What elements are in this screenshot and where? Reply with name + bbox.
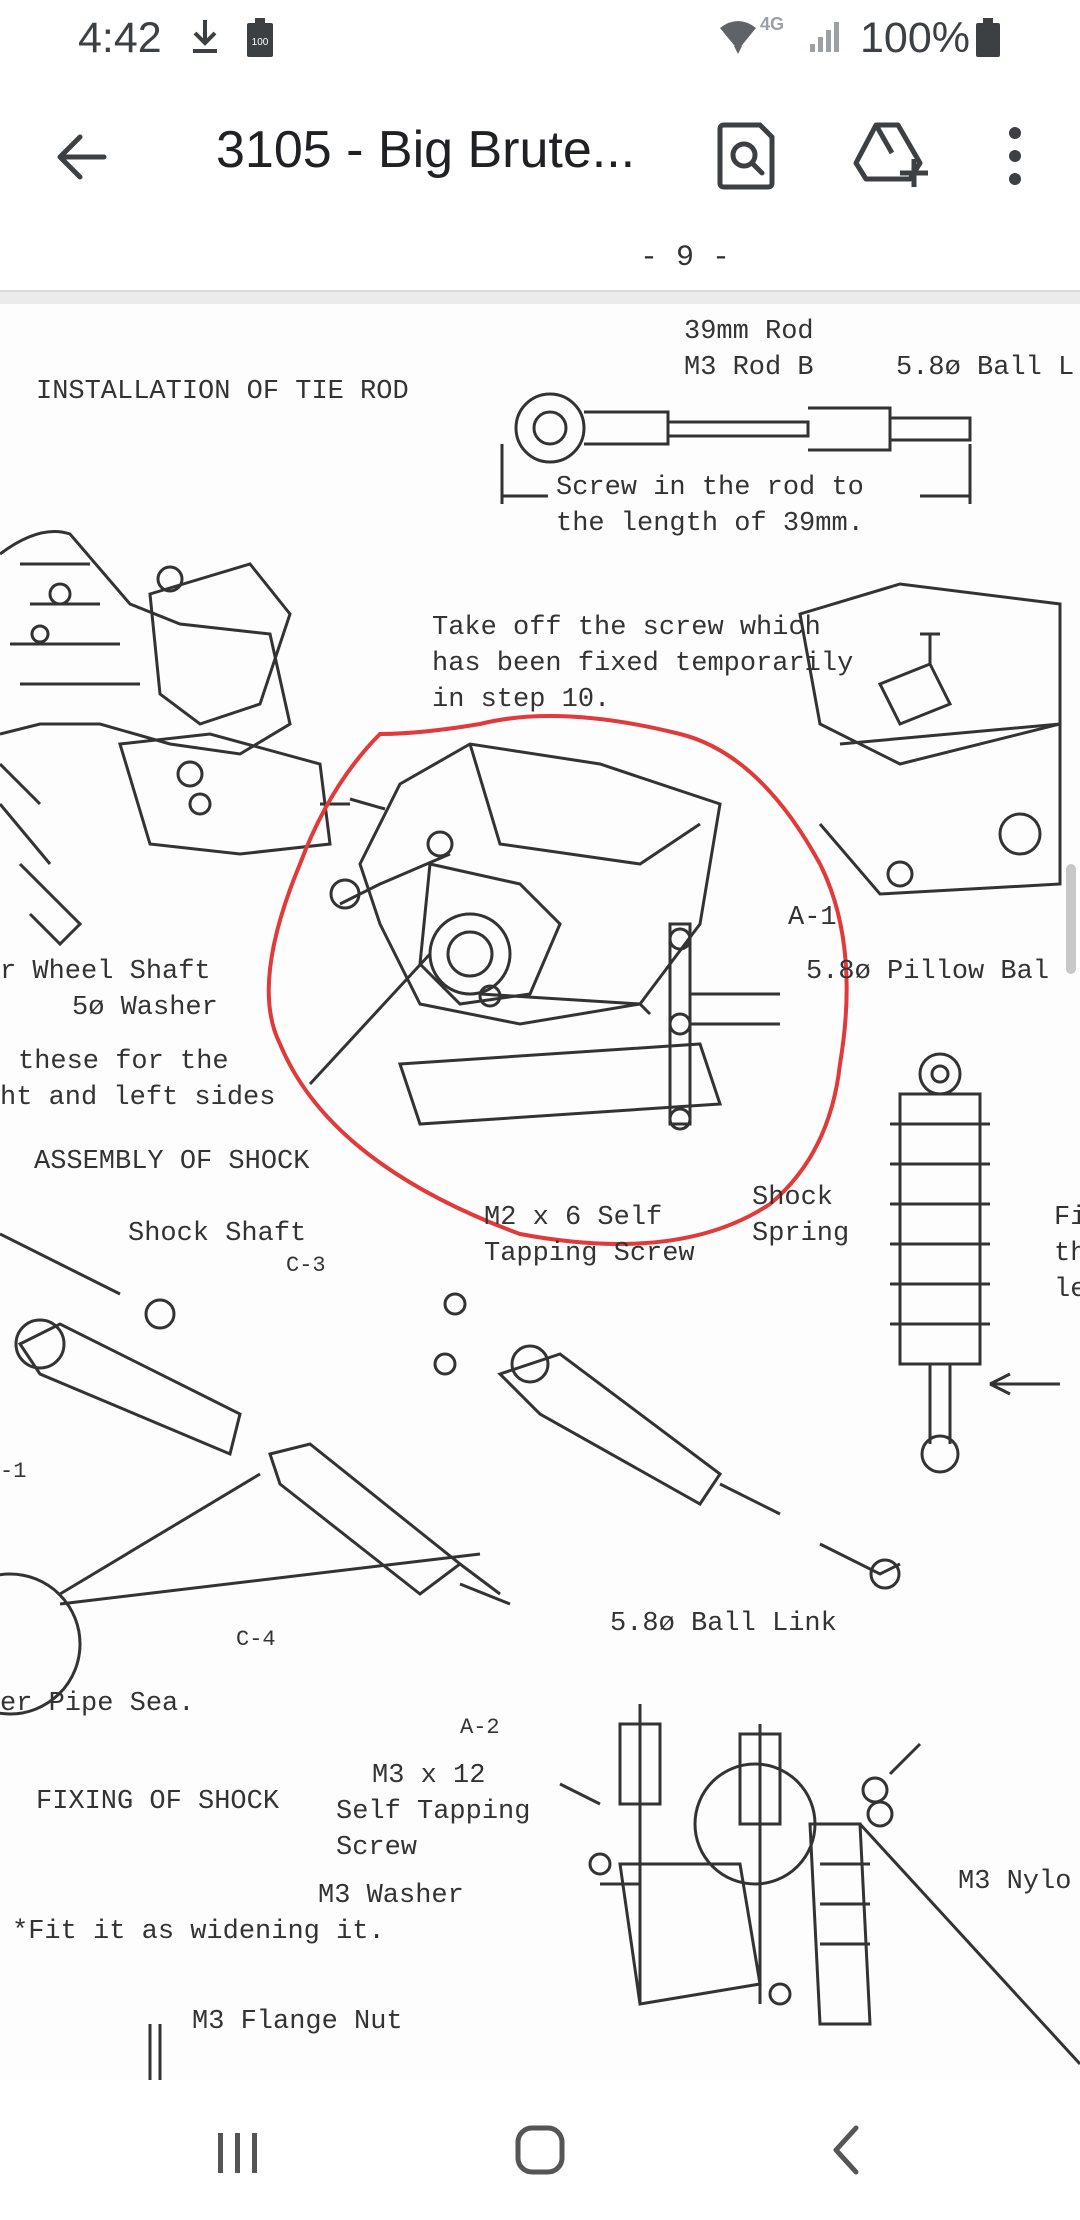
- m3-screw-3: Screw: [336, 1833, 418, 1863]
- take-off-2: has been fixed temporarily: [432, 649, 854, 679]
- signal-icon: [810, 22, 839, 52]
- section-tie-rod: INSTALLATION OF TIE ROD: [36, 377, 409, 407]
- battery-saver-icon: 100: [247, 18, 273, 57]
- back-icon[interactable]: [820, 2122, 876, 2178]
- pillow-ball: 5.8ø Pillow Bal: [806, 957, 1050, 987]
- red-annotation-circle: [266, 714, 849, 1246]
- minus-1-label: -1: [0, 1459, 27, 1484]
- shock-shaft: Shock Shaft: [128, 1219, 307, 1249]
- previous-page-strip: - 9 -: [0, 240, 1080, 292]
- m2-screw-2: Tapping Screw: [484, 1239, 695, 1269]
- pipe-seal: er Pipe Sea.: [0, 1689, 195, 1719]
- drive-add-icon[interactable]: [852, 121, 932, 191]
- take-off-3: in step 10.: [432, 685, 611, 715]
- document-page[interactable]: 39mm Rod M3 Rod B 5.8ø Ball L INSTALLATI…: [0, 304, 1080, 2080]
- fit-note: *Fit it as widening it.: [12, 1917, 385, 1947]
- page-gap: [0, 292, 1080, 304]
- m3-nylon: M3 Nylo: [958, 1867, 1072, 1897]
- more-vert-icon[interactable]: [1000, 121, 1030, 191]
- c3-label: C-3: [286, 1253, 326, 1278]
- lens-search-icon[interactable]: [710, 121, 780, 191]
- fi-3: le: [1054, 1275, 1080, 1305]
- flange-nut: M3 Flange Nut: [192, 2007, 403, 2037]
- c4-label: C-4: [236, 1627, 276, 1652]
- ball-label: 5.8ø Ball L: [896, 353, 1075, 383]
- scroll-handle[interactable]: [1066, 864, 1076, 974]
- battery-percent: 100%: [860, 14, 970, 62]
- shock-spring-1: Shock: [752, 1183, 834, 1213]
- take-off-1: Take off the screw which: [432, 613, 821, 643]
- m3-washer: M3 Washer: [318, 1881, 464, 1911]
- back-arrow-icon[interactable]: [52, 127, 112, 187]
- screw-note-2: the length of 39mm.: [556, 509, 864, 539]
- a2-label: A-2: [460, 1715, 500, 1740]
- rod-label-1: 39mm Rod: [684, 317, 814, 347]
- page-number: - 9 -: [640, 241, 731, 275]
- battery-icon: [976, 18, 1000, 57]
- navigation-bar: [0, 2080, 1080, 2220]
- wifi-icon: [720, 21, 756, 54]
- m3-screw-1: M3 x 12: [372, 1761, 486, 1791]
- screw-note-1: Screw in the rod to: [556, 473, 864, 503]
- download-icon: [193, 20, 217, 53]
- washer-5: 5ø Washer: [72, 993, 218, 1023]
- shock-spring-2: Spring: [752, 1219, 850, 1249]
- battery-small-label: 100: [252, 37, 269, 48]
- a1-label: A-1: [788, 903, 837, 933]
- recent-apps-icon[interactable]: [210, 2125, 266, 2181]
- these-for-1: these for the: [18, 1047, 229, 1077]
- m2-screw-1: M2 x 6 Self: [484, 1203, 663, 1233]
- section-fixing: FIXING OF SHOCK: [36, 1787, 280, 1817]
- fi-1: Fi: [1054, 1203, 1080, 1233]
- these-for-2: ht and left sides: [0, 1083, 276, 1113]
- diagram-line-art: [0, 392, 1080, 2080]
- status-time: 4:42: [78, 14, 162, 62]
- rod-label-2: M3 Rod B: [684, 353, 814, 383]
- network-type: 4G: [760, 14, 785, 34]
- app-bar: 3105 - Big Brute...: [0, 75, 1080, 241]
- document-title: 3105 - Big Brute...: [216, 121, 636, 179]
- fi-2: th: [1054, 1239, 1080, 1269]
- ball-link: 5.8ø Ball Link: [610, 1609, 837, 1639]
- m3-screw-2: Self Tapping: [336, 1797, 531, 1827]
- wheel-shaft: r Wheel Shaft: [0, 957, 211, 987]
- status-bar: 4:42 100 4G 100%: [0, 0, 1080, 75]
- section-shock: ASSEMBLY OF SHOCK: [34, 1147, 310, 1177]
- home-icon[interactable]: [512, 2122, 568, 2178]
